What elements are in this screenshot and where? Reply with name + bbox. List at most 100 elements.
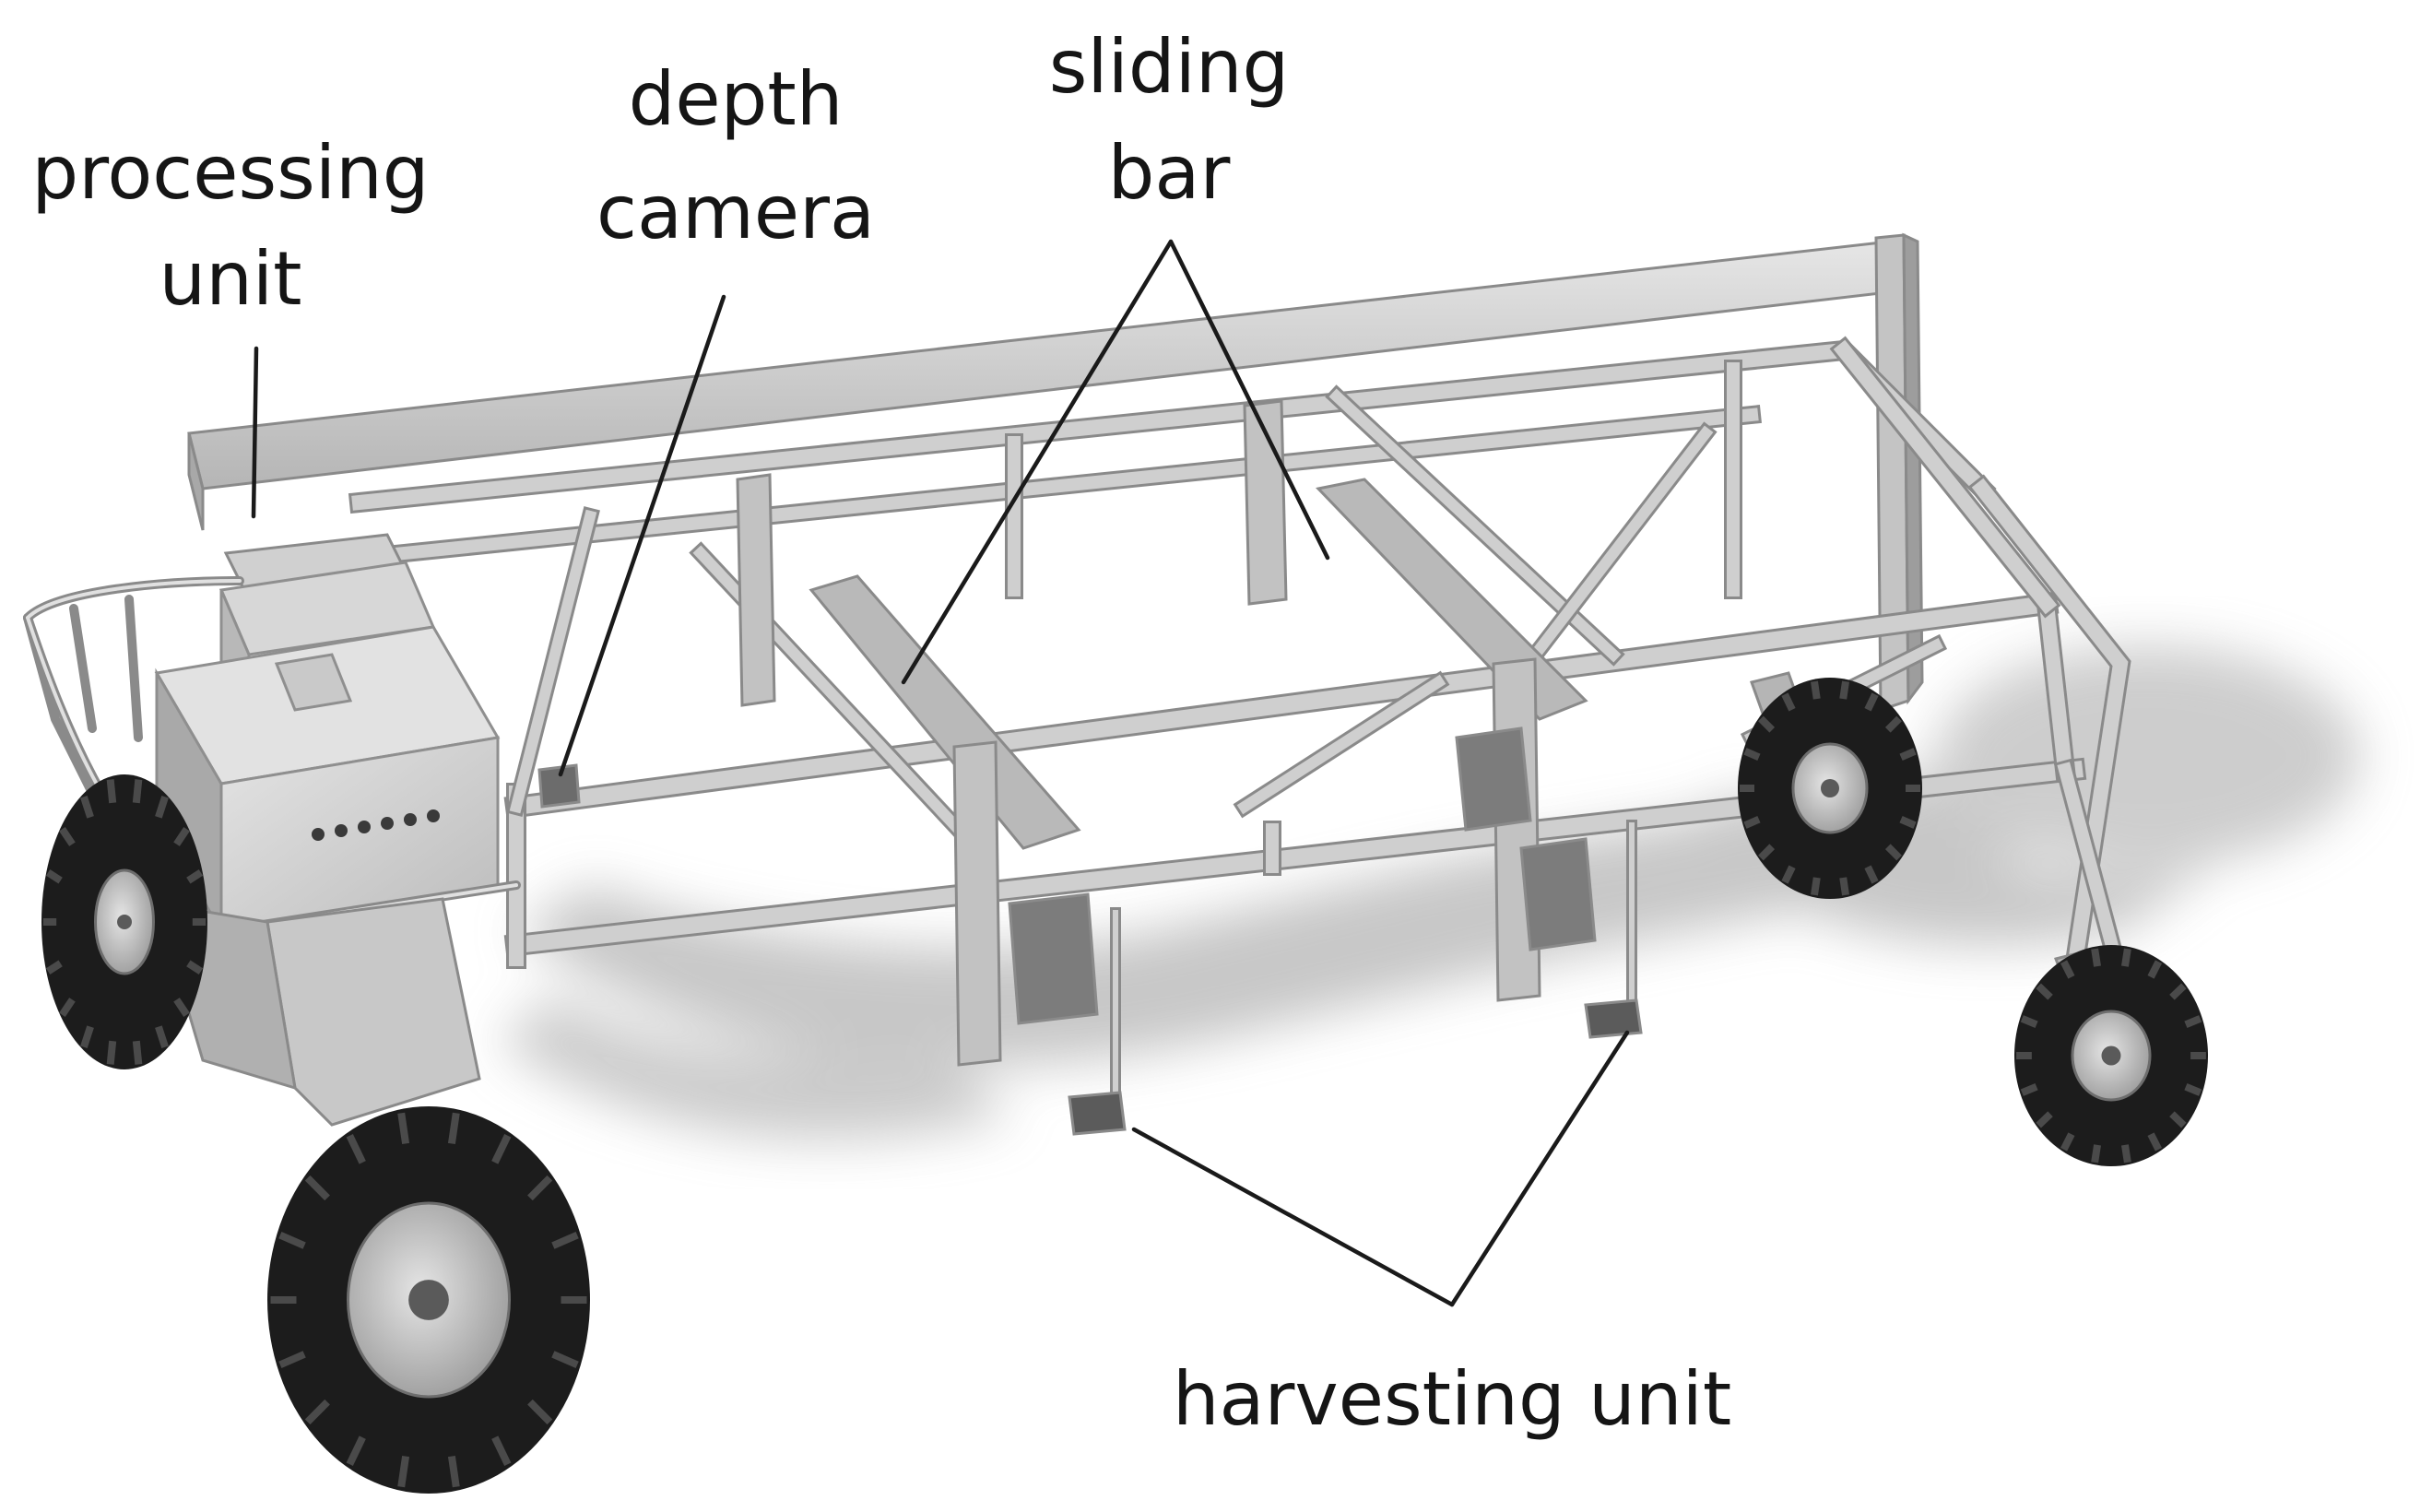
wheel-front-right-tread	[551, 1231, 579, 1249]
rear-strut-diag	[1833, 339, 2058, 615]
wheel-rear-left-tread	[1811, 680, 1821, 700]
wheel-front-right-axle	[408, 1280, 449, 1320]
robot-frame	[187, 232, 2150, 1136]
cross-1	[509, 509, 597, 814]
wheel-rear-right-tread	[2147, 960, 2163, 979]
leader-processing-unit	[251, 346, 259, 519]
wheel-front-right-tread	[447, 1456, 460, 1488]
wheel-rear-left-tread	[1839, 877, 1849, 896]
wheel-front-right-tread	[346, 1134, 366, 1164]
wheel-rear-right-axle	[2101, 1045, 2121, 1066]
label-sliding-bar-line2: bar	[1108, 130, 1231, 216]
side-strut-left	[1236, 674, 1446, 815]
leader-lines	[251, 239, 1630, 1307]
harvest-head-1	[1008, 892, 1099, 1025]
wheel-front-right-tread	[527, 1175, 553, 1201]
rear-leg-2	[2057, 762, 2129, 986]
wheel-front-left-tread	[186, 869, 204, 884]
actuator-col-1	[736, 473, 776, 707]
top-beam-post-rear	[1902, 232, 1924, 705]
wheel-front-right	[267, 1106, 590, 1494]
wheel-rear-right-tread	[2091, 948, 2102, 967]
wheel-rear-left-tread	[1839, 680, 1849, 700]
wheel-front-left-tread	[45, 960, 63, 975]
leader-sliding-bar-left	[901, 239, 1174, 685]
label-depth-camera-line2: camera	[596, 170, 875, 255]
wheel-front-right-tread	[447, 1112, 460, 1144]
wheel-rear-left-tread	[1781, 692, 1796, 712]
harvest-tip-1	[1068, 1091, 1127, 1136]
wheel-front-right-tread	[346, 1435, 366, 1466]
wheel-rear-left-tread	[1743, 815, 1761, 829]
depth-camera	[537, 763, 581, 809]
post-front-right	[2038, 596, 2073, 778]
sliding-bar-left	[809, 574, 1081, 850]
wheel-rear-left-tread	[1758, 715, 1776, 733]
wheel-rear-left-tread	[1811, 877, 1821, 896]
wheel-front-left-tread	[59, 998, 76, 1018]
wheel-front-right-tread	[278, 1231, 306, 1249]
wheel-rear-left-tread	[1758, 844, 1776, 861]
wheel-front-right-tread	[527, 1399, 553, 1425]
processing-unit-box	[154, 561, 501, 937]
wheel-rear-right-tread	[2120, 1144, 2131, 1164]
wheel-rear-left-tread	[1899, 815, 1917, 829]
label-processing-unit-line1: processing	[31, 130, 429, 216]
wheel-rear-right-tread	[2020, 1082, 2038, 1096]
wheel-rear-right	[2014, 945, 2208, 1166]
wheel-front-left-tread	[173, 998, 190, 1018]
wheel-front-left-tread	[155, 1025, 169, 1049]
wheel-rear-left-tread	[1884, 844, 1902, 861]
cross-4	[1513, 425, 1714, 681]
wheel-front-left-tread	[155, 795, 169, 819]
wheel-front-left-axle	[117, 915, 132, 929]
label-sliding-bar-line1: sliding	[1049, 24, 1290, 110]
harvest-head-3	[1519, 837, 1597, 951]
label-processing-unit-line2: unit	[159, 236, 302, 322]
wheel-front-left-tread	[80, 1025, 94, 1049]
wheel-rear-right-tread	[2036, 983, 2053, 1000]
wheel-rear-right-tread	[2184, 1082, 2202, 1096]
wheel-rear-right-tread	[2020, 1015, 2038, 1029]
front-top-rail	[506, 594, 2057, 817]
wheel-front-right-tread	[397, 1112, 410, 1144]
wheel-front-right-tread	[491, 1435, 512, 1466]
wheel-rear-right-tread	[2120, 948, 2131, 967]
wheel-rear-left-tread	[1781, 865, 1796, 884]
label-harvesting-unit: harvesting unit	[1173, 1356, 1731, 1442]
wheel-rear-left-tread	[1899, 748, 1917, 762]
leader-sliding-bar-right	[1168, 239, 1330, 561]
top-beam-end-front	[187, 432, 205, 531]
wheel-rear-right-tread	[2036, 1111, 2053, 1128]
wheel-front-right-tread	[491, 1134, 512, 1164]
wheel-front-left	[41, 774, 207, 1069]
wheel-rear-right-tread	[2184, 1015, 2202, 1029]
wheel-rear-left-tread	[1864, 865, 1879, 884]
wheels	[41, 678, 2208, 1494]
leader-harvesting-unit-left	[1131, 1127, 1455, 1307]
wheel-front-left-tread	[132, 779, 143, 804]
leader-harvesting-unit-right	[1449, 1030, 1630, 1307]
wheel-rear-right-tread	[2060, 1132, 2075, 1152]
wheel-rear-left-axle	[1821, 779, 1839, 797]
wheel-front-right-tread	[397, 1456, 410, 1488]
wheel-rear-right-tread	[2169, 983, 2187, 1000]
leader-depth-camera	[558, 294, 726, 777]
wheel-front-right-tread	[304, 1175, 330, 1201]
actuator-col-3	[952, 740, 1002, 1067]
wheel-rear-right-tread	[2060, 960, 2075, 979]
label-depth-camera-line1: depth	[629, 56, 844, 142]
harvest-tip-2	[1584, 998, 1643, 1039]
wheel-front-left-tread	[45, 869, 63, 884]
sliding-bar-right	[1316, 478, 1588, 721]
vent-holes	[312, 809, 440, 841]
wheel-rear-left-tread	[1864, 692, 1879, 712]
wheel-front-left-tread	[132, 1040, 143, 1065]
wheel-front-right-tread	[304, 1399, 330, 1425]
wheel-front-left-tread	[106, 1040, 117, 1065]
wheel-rear-left	[1738, 678, 1922, 899]
harvest-head-2	[1455, 726, 1532, 832]
wheel-front-left-tread	[186, 960, 204, 975]
wheel-rear-left-tread	[1743, 748, 1761, 762]
